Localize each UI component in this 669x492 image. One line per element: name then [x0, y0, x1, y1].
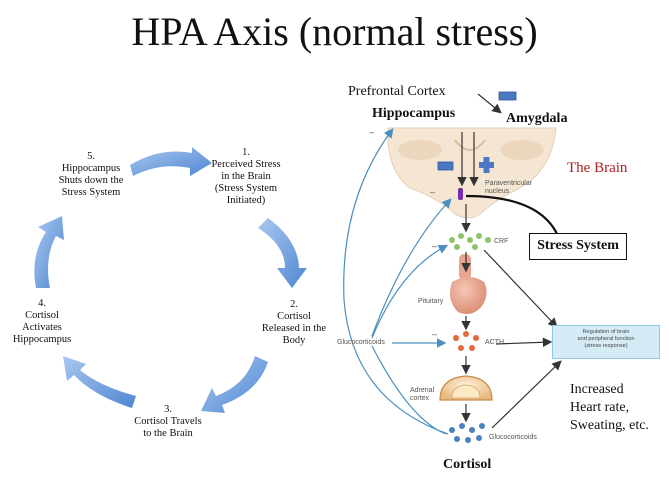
crf-dots [449, 233, 491, 250]
minus-sign-hypothalamus: – [430, 188, 435, 196]
adrenal-line-1: Adrenal [410, 387, 434, 395]
minus-icon-brain [438, 162, 453, 170]
adrenal-gland [440, 376, 492, 400]
prefrontal-cortex-label: Prefrontal Cortex [348, 84, 446, 100]
effects-line-3: Sweating, etc. [570, 417, 649, 435]
pituitary-label: Pituitary [418, 298, 443, 306]
glucocorticoid-dots [449, 423, 485, 443]
effects-text: Increased Heart rate, Sweating, etc. [570, 381, 649, 435]
pituitary-gland [450, 254, 487, 314]
regulation-line-1: Regulation of brain [553, 329, 659, 336]
hippocampus-label: Hippocampus [372, 106, 455, 122]
adrenal-cortex-label: Adrenal cortex [410, 387, 434, 403]
regulation-line-3: (stress response) [553, 343, 659, 350]
acth-dots [453, 331, 479, 351]
the-brain-label: The Brain [567, 160, 627, 177]
minus-sign-acth: – [432, 330, 437, 338]
stress-system-box: Stress System [529, 233, 627, 260]
cortisol-label: Cortisol [443, 457, 491, 473]
minus-icon-prefrontal [499, 92, 516, 100]
crf-label: CRF [494, 238, 508, 246]
minus-sign-crf: – [432, 242, 437, 250]
regulation-line-2: and peripheral function [553, 336, 659, 343]
glucocorticoids-left-label: Glucocorticoids [337, 339, 385, 347]
amygdala-label: Amygdala [506, 111, 567, 127]
paraventricular-line-2: nucleus [485, 188, 532, 196]
paraventricular-marker [458, 188, 463, 200]
minus-sign-hippocampus: – [369, 128, 374, 136]
paraventricular-line-1: Paraventricular [485, 180, 532, 188]
glucocorticoids-bottom-label: Glucocorticoids [489, 434, 537, 442]
acth-label: ACTH [485, 339, 504, 347]
regulation-box: Regulation of brain and peripheral funct… [552, 325, 660, 359]
adrenal-line-2: cortex [410, 395, 434, 403]
effects-line-1: Increased [570, 381, 649, 399]
brain-tissue [388, 128, 556, 218]
paraventricular-label: Paraventricular nucleus [485, 180, 532, 196]
effects-line-2: Heart rate, [570, 399, 649, 417]
